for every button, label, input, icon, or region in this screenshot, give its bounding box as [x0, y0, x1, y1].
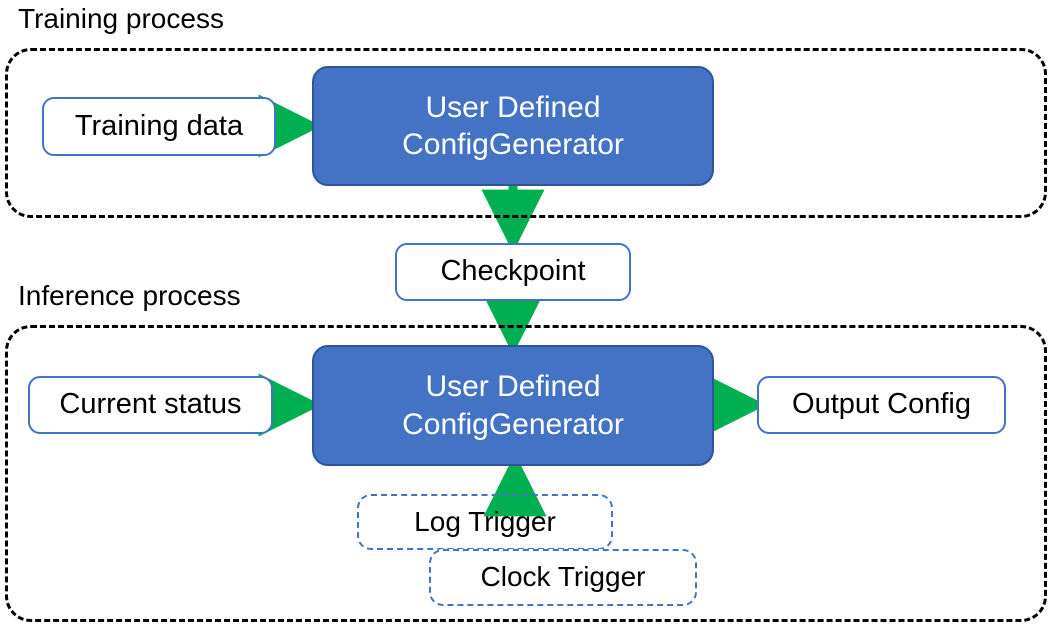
- node-log-trigger[interactable]: Log Trigger: [357, 494, 613, 550]
- node-training-data-label: Training data: [74, 109, 244, 142]
- node-log-trigger-label: Log Trigger: [414, 505, 556, 537]
- node-inference-config-generator-line2: ConfigGenerator: [402, 407, 624, 441]
- node-clock-trigger-label: Clock Trigger: [480, 561, 646, 593]
- node-current-status[interactable]: Current status: [28, 376, 273, 434]
- node-checkpoint-label: Checkpoint: [440, 255, 586, 288]
- node-training-config-generator-line1: User Defined: [425, 90, 601, 124]
- node-training-config-generator[interactable]: User Defined ConfigGenerator: [312, 66, 714, 186]
- node-inference-config-generator[interactable]: User Defined ConfigGenerator: [312, 345, 714, 466]
- node-current-status-label: Current status: [59, 388, 242, 421]
- node-output-config-label: Output Config: [792, 388, 971, 421]
- node-training-config-generator-line2: ConfigGenerator: [402, 128, 624, 161]
- node-checkpoint[interactable]: Checkpoint: [395, 243, 631, 301]
- inference-process-container: [5, 325, 1047, 622]
- node-inference-config-generator-line1: User Defined: [425, 370, 601, 403]
- training-process-label: Training process: [18, 3, 224, 34]
- node-training-data[interactable]: Training data: [42, 97, 276, 156]
- node-clock-trigger[interactable]: Clock Trigger: [429, 549, 697, 606]
- node-output-config[interactable]: Output Config: [757, 376, 1006, 434]
- inference-process-label: Inference process: [18, 280, 241, 311]
- training-process-container: [5, 48, 1047, 218]
